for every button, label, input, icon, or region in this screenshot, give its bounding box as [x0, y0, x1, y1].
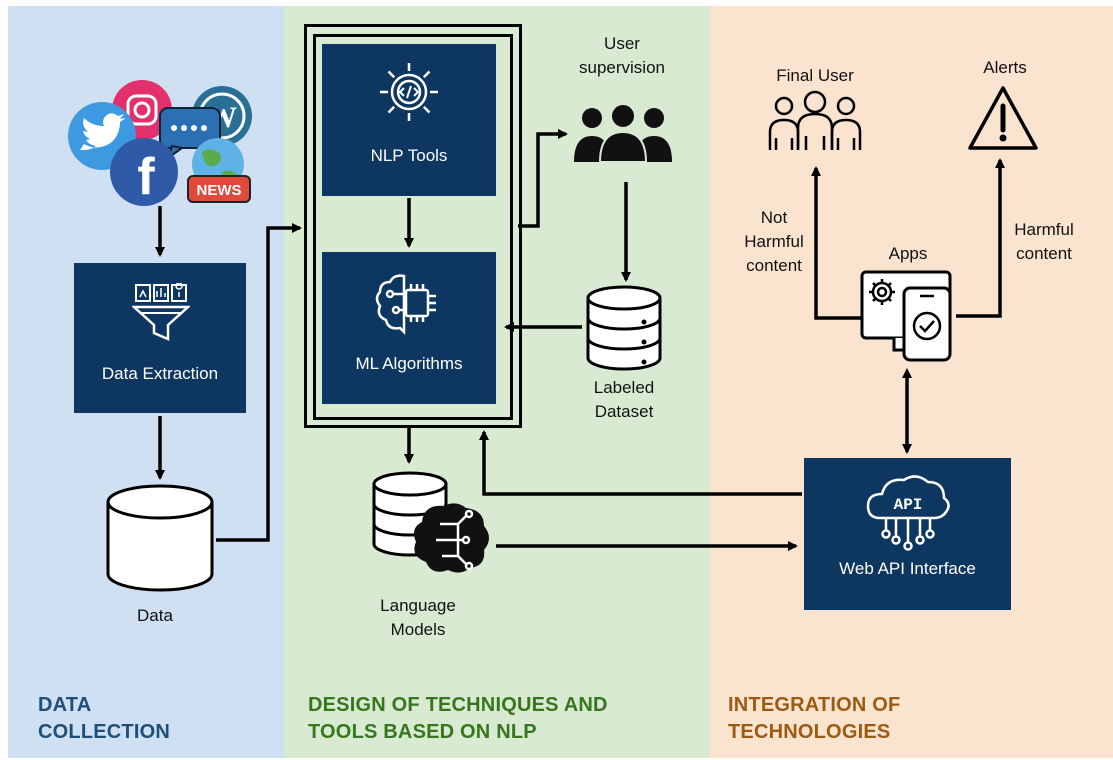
- api-cloud-icon: API: [866, 475, 950, 551]
- nlp-tools-label: NLP Tools: [370, 146, 448, 165]
- user-supervision-label: User supervision: [579, 34, 665, 77]
- arrow-api-to-frame: [479, 430, 802, 496]
- final-user-group-icon: [768, 90, 862, 150]
- language-models-icon: [372, 471, 489, 573]
- apps-label: Apps: [888, 244, 928, 263]
- final-user-label: Final User: [776, 66, 854, 85]
- user-group-icon: [574, 104, 672, 162]
- facebook-letter: f: [137, 148, 155, 206]
- gear-code-icon: [380, 63, 438, 121]
- labeled-dataset-label: Labeled Dataset: [593, 378, 655, 421]
- api-badge-label: API: [894, 496, 923, 514]
- arrow-data-to-frame: [216, 223, 302, 542]
- filter-funnel-icon: [132, 283, 190, 341]
- data-extraction-box: Data Extraction: [74, 263, 246, 413]
- ml-algorithms-label: ML Algorithms: [355, 354, 463, 373]
- alerts-label: Alerts: [983, 58, 1027, 77]
- apps-device-icon: [860, 270, 952, 362]
- nlp-ml-inner-frame: [313, 34, 513, 420]
- harmful-content-label: Harmful content: [1014, 220, 1074, 263]
- data-label: Data: [137, 606, 173, 625]
- nlp-design-title: DESIGN OF TECHNIQUES AND TOOLS BASED ON …: [308, 694, 608, 743]
- web-api-interface-label: Web API Interface: [839, 559, 976, 578]
- data-collection-title: DATA COLLECTION: [38, 694, 170, 743]
- database-icon: [586, 285, 662, 371]
- arrow-apps-to-final-user: [811, 166, 862, 320]
- arrow-frame-to-supervision: [518, 129, 568, 228]
- integration-title: INTEGRATION OF TECHNOLOGIES: [728, 694, 901, 743]
- web-api-interface-box: API Web API Interface: [804, 458, 1011, 610]
- social-media-sources-icon: W f NEWS: [68, 80, 252, 206]
- arrow-apps-to-alerts: [956, 158, 1005, 318]
- not-harmful-content-label: Not Harmful content: [744, 208, 804, 275]
- warning-triangle-icon: [968, 86, 1038, 150]
- ml-algorithms-box: ML Algorithms: [322, 252, 496, 404]
- data-cylinder-icon: [106, 484, 214, 592]
- language-models-label: Language Models: [380, 596, 456, 639]
- nlp-tools-box: NLP Tools: [322, 44, 496, 196]
- data-extraction-label: Data Extraction: [101, 364, 219, 383]
- brain-chip-icon: [375, 274, 436, 336]
- news-badge-label: NEWS: [197, 182, 242, 199]
